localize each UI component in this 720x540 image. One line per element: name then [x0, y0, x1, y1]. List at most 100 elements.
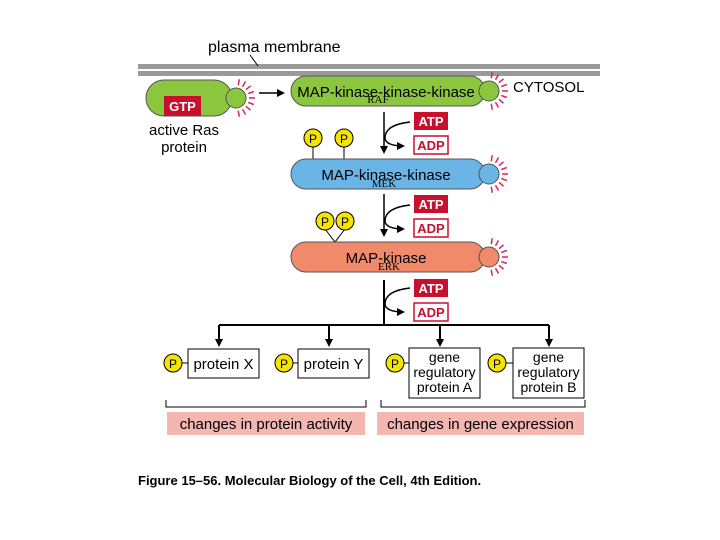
protein-x-phosphate-label: P [169, 357, 177, 371]
glow-ray [500, 83, 508, 88]
gene-expression-bar [377, 412, 584, 435]
step1-atp-curve [384, 121, 411, 150]
glow-ray [490, 155, 494, 162]
gene-b-phosphate-label: P [493, 357, 501, 371]
mapk-phosphate-1 [315, 211, 335, 231]
glow-ray [237, 79, 241, 86]
protein-activity-bar [167, 412, 365, 435]
plasma-membrane [138, 64, 600, 76]
glow-ray [247, 101, 255, 106]
glow-ray [490, 238, 494, 245]
protein-y-box [297, 348, 370, 379]
gene-a-label-line2: regulatory [413, 364, 475, 380]
mapkk-phosphate-2-label: P [340, 132, 348, 146]
mapkk-phosphate-1-label: P [309, 132, 317, 146]
ras-label-line1: active Ras [149, 122, 219, 139]
glow-ray [494, 101, 500, 108]
glow-ray [500, 260, 508, 265]
step3-atp-label: ATP [418, 281, 443, 296]
protein-y-label: protein Y [304, 356, 364, 373]
step2-atp-curve [384, 204, 411, 233]
protein-activity-label: changes in protein activity [180, 416, 353, 433]
mek-alias: MEK [372, 178, 397, 190]
gene-a-label-line1: gene [429, 349, 460, 365]
ras-protein: GTP [145, 79, 247, 117]
membrane-pointer [249, 54, 259, 67]
mapk-phosphate-stems [324, 228, 346, 243]
glow-ray [498, 244, 505, 250]
gtp-tag: GTP [169, 99, 196, 114]
glow-ray [490, 72, 494, 79]
step1-adp-label: ADP [417, 138, 445, 153]
glow-ray [498, 161, 505, 167]
gene-b-label-line2: regulatory [517, 364, 579, 380]
glow-ray [494, 184, 500, 191]
mapk-phosphate-2 [335, 211, 355, 231]
step3-atp-box [414, 279, 448, 297]
step2-adp-box [413, 218, 449, 238]
step2-atp-box [414, 195, 448, 213]
ras-label-line2: protein [161, 139, 207, 156]
ras-activity-glow [237, 79, 255, 117]
mapk-phosphate-1-label: P [321, 215, 329, 229]
mapk-label: MAP-kinase [346, 250, 427, 267]
step1-adp-box [413, 135, 449, 155]
mapkkk-protein: MAP-kinase-kinase-kinase [290, 75, 500, 107]
glow-ray [241, 108, 247, 115]
erk-alias: ERK [378, 261, 400, 273]
mapkk-protein: MAP-kinase-kinase [290, 158, 500, 190]
gene-a-label-line3: protein A [417, 379, 473, 395]
gene-expression-label: changes in gene expression [387, 416, 574, 433]
glow-ray [237, 110, 241, 117]
raf-alias: RAF [367, 94, 388, 106]
mapkk-phosphate-1 [303, 128, 323, 148]
step3-adp-box [413, 302, 449, 322]
figure-caption: Figure 15–56. Molecular Biology of the C… [138, 473, 481, 488]
glow-ray [498, 78, 505, 84]
glow-ray [241, 81, 247, 88]
glow-ray [245, 105, 252, 111]
mapk-phosphate-2-label: P [341, 215, 349, 229]
glow-ray [498, 264, 505, 270]
glow-ray [490, 186, 494, 193]
glow-ray [500, 166, 508, 171]
glow-ray [498, 98, 505, 104]
glow-ray [490, 269, 494, 276]
glow-ray [494, 157, 500, 164]
protein-x-box [187, 348, 260, 379]
glow-ray [500, 249, 508, 254]
protein-y-phosphate-label: P [280, 357, 288, 371]
mapk-activity-glow [490, 238, 508, 276]
mapkk-phosphate-2 [334, 128, 354, 148]
mapkkk-activity-glow [490, 72, 508, 110]
step3-adp-label: ADP [417, 305, 445, 320]
glow-ray [498, 181, 505, 187]
protein-x-label: protein X [193, 356, 253, 373]
glow-ray [245, 85, 252, 91]
cytosol-label: CYTOSOL [513, 79, 584, 96]
gene-expression-bracket [380, 400, 586, 408]
glow-ray [494, 240, 500, 247]
step2-atp-label: ATP [418, 197, 443, 212]
protein-activity-bracket [165, 400, 367, 408]
step2-adp-label: ADP [417, 221, 445, 236]
glow-ray [247, 90, 255, 95]
step1-atp-label: ATP [418, 114, 443, 129]
gene-a-phosphate-label: P [391, 357, 399, 371]
gene-b-box [512, 347, 585, 399]
membrane-label: plasma membrane [208, 39, 341, 56]
glow-ray [500, 94, 508, 99]
glow-ray [494, 267, 500, 274]
gene-a-box [408, 347, 481, 399]
glow-ray [494, 74, 500, 81]
mapk-protein: MAP-kinase [290, 241, 500, 273]
gene-b-label-line1: gene [533, 349, 564, 365]
glow-ray [500, 177, 508, 182]
mapkk-label: MAP-kinase-kinase [321, 167, 450, 184]
step3-atp-curve [384, 287, 411, 316]
mapkk-activity-glow [490, 155, 508, 193]
glow-ray [490, 103, 494, 110]
gene-b-label-line3: protein B [520, 379, 576, 395]
step1-atp-box [414, 112, 448, 130]
